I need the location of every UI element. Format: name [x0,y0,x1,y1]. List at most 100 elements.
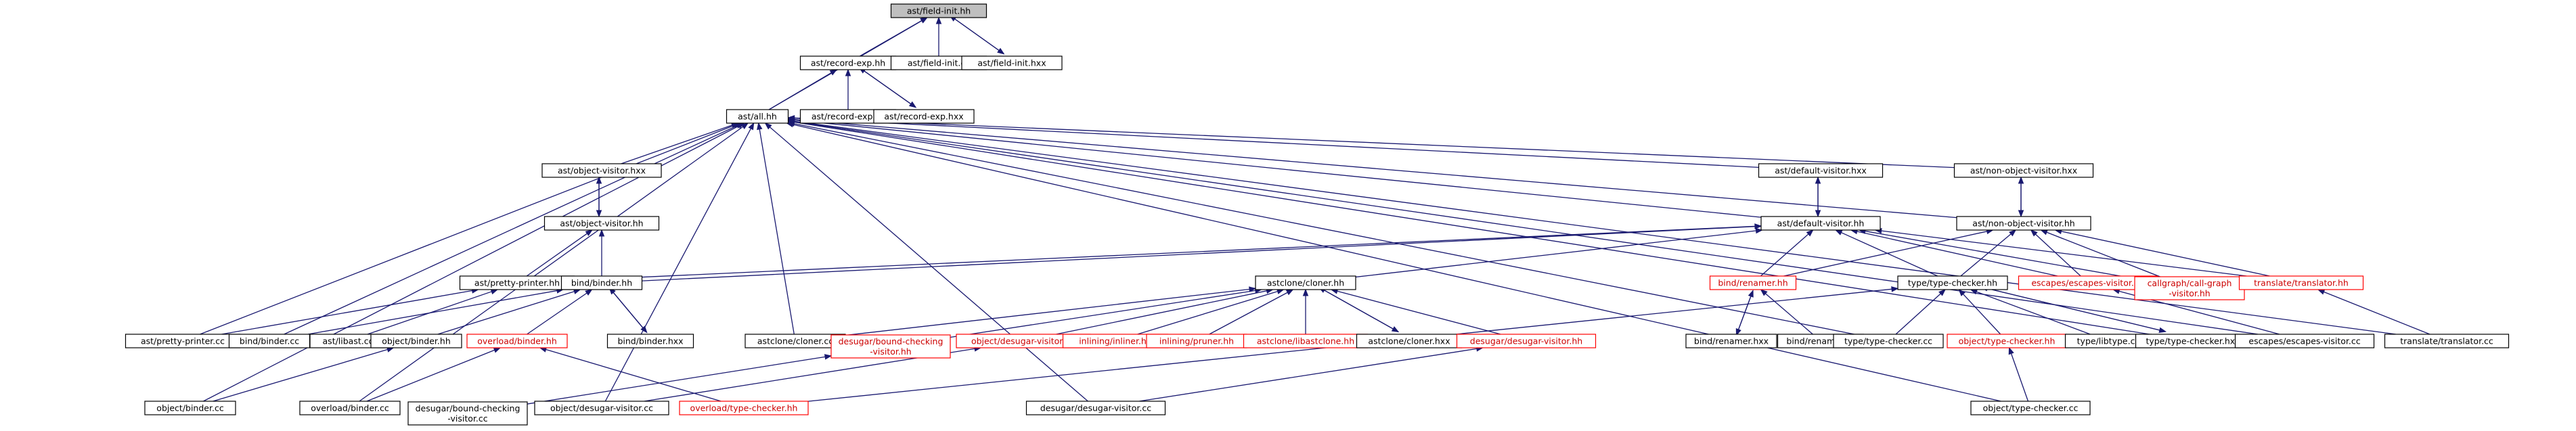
node-label: ast/all.hh [738,112,777,122]
node-overload-binder-hh[interactable]: overload/binder.hh [466,334,568,348]
node-ast-non-object-visitor-hh[interactable]: ast/non-object-visitor.hh [1956,216,2091,231]
node-inlining-inliner-hh[interactable]: inlining/inliner.hh [1062,334,1169,348]
node-bind-binder-hh[interactable]: bind/binder.hh [560,275,643,290]
node-ast-pretty-printer-hh[interactable]: ast/pretty-printer.hh [459,275,575,290]
edge-n11-to-n15 [1355,227,1763,278]
node-label: object/desugar-visitor.hh [971,336,1075,346]
edge-n34-to-n48 [1139,346,1484,402]
node-astclone-cloner-hh[interactable]: astclone/cloner.hh [1255,275,1356,290]
node-ast-record-exp-hxx[interactable]: ast/record-exp.hxx [873,109,975,124]
node-label: ast/default-visitor.hxx [1775,166,1867,176]
node-callgraph-call-graph-visitor-hh[interactable]: callgraph/call-graph-visitor.hh [2134,276,2245,300]
node-label: escapes/escapes-visitor.hh [2031,278,2144,288]
node-bind-renamer-hxx[interactable]: bind/renamer.hxx [1685,334,1777,348]
edge-n15-to-n29 [1056,288,1274,335]
node-ast-libast-cc[interactable]: ast/libast.cc [309,334,386,348]
edge-n14-to-n24 [437,288,581,335]
edge-n20-to-n42 [2317,289,2430,335]
node-type-libtype-cc[interactable]: type/libtype.cc [2064,334,2152,348]
edge-n3-to-n0 [949,15,1005,55]
node-ast-object-visitor-hh[interactable]: ast/object-visitor.hh [543,216,660,231]
edge-n15-to-n28 [950,288,1263,338]
node-label: astclone/cloner.cc [757,336,833,346]
node-label: type/type-checker.hxx [2146,336,2240,346]
node-label: ast/object-visitor.hh [560,219,643,229]
node-astclone-libastclone-hh[interactable]: astclone/libastclone.hh [1243,334,1369,348]
edge-n1-to-n4 [768,69,838,110]
node-bind-binder-cc[interactable]: bind/binder.cc [228,334,311,348]
node-label: ast/non-object-visitor.hxx [1970,166,2077,176]
node-bind-renamer-hh[interactable]: bind/renamer.hh [1709,275,1797,290]
node-ast-record-exp-hh[interactable]: ast/record-exp.hh [799,55,897,70]
node-label: overload/type-checker.hh [690,403,798,413]
edge-n12-to-n19 [2040,229,2160,277]
edge-n10-to-n7 [596,177,602,218]
node-escapes-escapes-visitor-hh[interactable]: escapes/escapes-visitor.hh [2018,275,2158,290]
edge-n15-to-n34 [1330,288,1501,335]
node-label: ast/field-init.hh [907,6,971,16]
node-object-type-checker-hh[interactable]: object/type-checker.hh [1947,334,2067,348]
node-label: inlining/inliner.hh [1079,336,1152,346]
node-label: ast/record-exp.hh [811,58,885,68]
node-escapes-escapes-visitor-cc[interactable]: escapes/escapes-visitor.cc [2234,334,2375,348]
node-label: ast/non-object-visitor.hh [1972,219,2074,229]
edge-n33-to-n15 [1318,286,1400,333]
node-label: object/desugar-visitor.cc [550,403,653,413]
node-astclone-cloner-cc[interactable]: astclone/cloner.cc [745,334,846,348]
node-ast-all-hh[interactable]: ast/all.hh [726,109,789,124]
edge-n0-to-n2 [935,16,942,56]
node-type-type-checker-cc[interactable]: type/type-checker.cc [1833,334,1944,348]
node-ast-default-visitor-hxx[interactable]: ast/default-visitor.hxx [1758,163,1884,178]
node-label: ast/record-exp.cc [812,112,885,122]
edge-n25-to-n44 [366,347,502,402]
edge-n11-to-n18 [1850,228,2058,277]
node-ast-object-visitor-hxx[interactable]: ast/object-visitor.hxx [541,163,662,178]
edge-n12-to-n9 [2018,177,2024,218]
node-label: ast/object-visitor.hxx [558,166,646,176]
node-label: type/libtype.cc [2077,336,2140,346]
node-astclone-cloner-hxx[interactable]: astclone/cloner.hxx [1356,334,1463,348]
edge-n12-to-n17 [1960,229,2017,277]
edge-n28-to-n45 [527,354,832,405]
node-bind-binder-hxx[interactable]: bind/binder.hxx [606,334,694,348]
node-ast-default-visitor-hh[interactable]: ast/default-visitor.hh [1760,216,1881,231]
edge-n4-to-n22 [284,122,744,335]
node-label: ast/field-init.hxx [977,58,1046,68]
node-desugar-desugar-visitor-hh[interactable]: desugar/desugar-visitor.hh [1456,334,1597,348]
node-inlining-pruner-hh[interactable]: inlining/pruner.hh [1146,334,1247,348]
node-label: -visitor.cc [447,413,487,424]
node-desugar-desugar-visitor-cc[interactable]: desugar/desugar-visitor.cc [1025,401,1166,415]
node-label: astclone/cloner.hh [1267,278,1344,288]
node-desugar-bound-checking-visitor-hh[interactable]: desugar/bound-checking-visitor.hh [830,334,951,359]
edge-n17-to-n37 [1895,289,1946,335]
node-label: callgraph/call-graph [2148,278,2232,288]
node-label: ast/record-exp.hxx [884,112,963,122]
node-type-type-checker-hh[interactable]: type/type-checker.hh [1897,275,2008,290]
node-ast-field-init-hh[interactable]: ast/field-init.hh [890,3,987,18]
edge-n40-to-n17 [1981,286,2167,333]
edge-n4-to-n40 [787,119,2150,335]
node-label: inlining/pruner.hh [1159,336,1234,346]
node-overload-type-checker-hh[interactable]: overload/type-checker.hh [679,401,809,415]
node-label: ast/field-init.cc [908,58,970,68]
node-translate-translator-hh[interactable]: translate/translator.hh [2238,275,2364,290]
node-ast-non-object-visitor-hxx[interactable]: ast/non-object-visitor.hxx [1953,163,2094,178]
node-label: bind/binder.cc [240,336,299,346]
node-object-binder-cc[interactable]: object/binder.cc [144,401,236,415]
node-ast-pretty-printer-cc[interactable]: ast/pretty-printer.cc [125,334,241,348]
node-object-binder-hh[interactable]: object/binder.hh [370,334,462,348]
node-type-type-checker-hxx[interactable]: type/type-checker.hxx [2135,334,2251,348]
edge-n4-to-n42 [787,118,2396,335]
edge-n4-to-n37 [787,120,1855,335]
node-overload-binder-cc[interactable]: overload/binder.cc [299,401,401,415]
edge-n11-to-n19 [1858,228,2135,279]
node-ast-field-init-hxx[interactable]: ast/field-init.hxx [961,55,1063,70]
edge-n12-to-n20 [2054,228,2270,277]
edge-n14-to-n25 [527,289,593,335]
node-object-type-checker-cc[interactable]: object/type-checker.cc [1970,401,2091,415]
node-translate-translator-cc[interactable]: translate/translator.cc [2384,334,2510,348]
edge-n17-to-n38 [1958,288,2001,335]
node-object-desugar-visitor-cc[interactable]: object/desugar-visitor.cc [534,401,669,415]
node-label: object/type-checker.cc [1983,403,2079,413]
node-desugar-bound-checking-visitor-cc[interactable]: desugar/bound-checking-visitor.cc [407,401,528,426]
